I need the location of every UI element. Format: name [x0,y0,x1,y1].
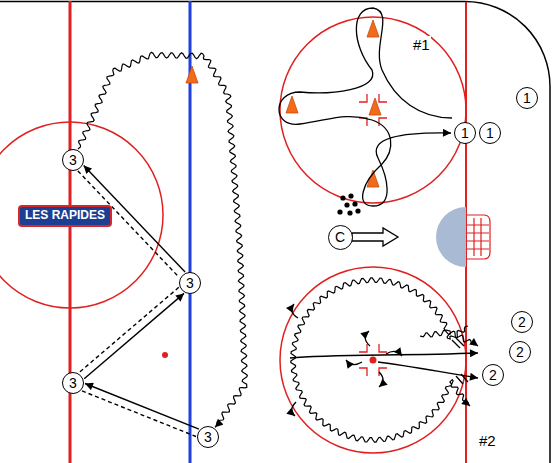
center-circle [0,122,163,308]
skating-path [291,278,478,442]
skate-path [84,293,184,378]
player-marker: 1 [479,122,501,144]
pucks [337,193,360,215]
player-marker: 3 [62,372,84,394]
player-number: 3 [204,430,212,444]
player-marker: 1 [454,122,476,144]
team-logo: LES RAPIDES [18,205,112,227]
player-number: 2 [516,345,524,359]
pass-line [82,391,196,437]
player-number: 1 [461,126,469,140]
player-marker: 3 [179,272,201,294]
player-number: C [335,230,345,244]
skate-path [85,383,199,429]
cone [186,20,381,187]
player-number: 2 [489,368,497,382]
player-number: 1 [523,91,531,105]
player-number: 3 [186,276,194,290]
player-number: 3 [69,153,77,167]
player-marker: 2 [482,364,504,386]
drill-number: #2 [478,432,497,449]
goal-net [467,215,490,259]
faceoff-dot [162,352,168,358]
faceoff-circle [280,267,466,453]
player-marker: 3 [197,426,219,448]
skating-path [291,278,470,442]
goal-crease [436,207,466,267]
player-number: 3 [69,376,77,390]
skating-wavy-path [78,52,247,427]
faceoff-dot [370,357,377,364]
pass-arrow [352,228,398,246]
skating-path [279,8,452,206]
player-number: 2 [518,315,526,329]
player-marker: 2 [509,341,531,363]
drill-paths [290,304,478,416]
coach-marker: C [328,225,353,250]
pass-line [79,287,179,372]
player-marker: 3 [62,149,84,171]
faceoff-circle [280,17,466,203]
player-number: 1 [486,126,494,140]
drill-number: #1 [412,36,431,53]
player-marker: 2 [511,311,533,333]
skating-path [420,330,478,346]
player-marker: 1 [516,87,538,109]
